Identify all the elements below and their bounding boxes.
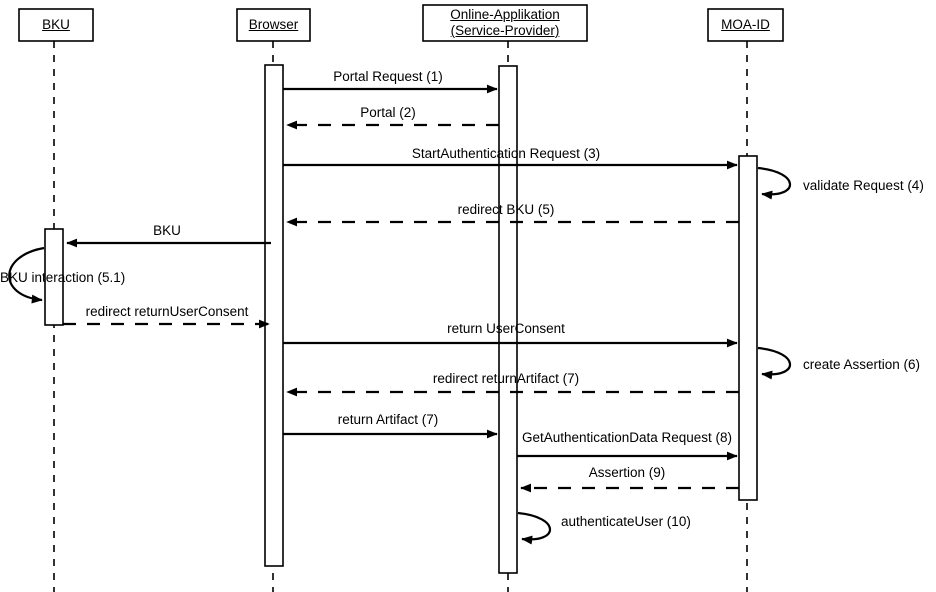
message-label-redirect-bku: redirect BKU (5) <box>457 202 555 217</box>
message-label-bku: BKU <box>153 223 181 238</box>
message-label-startauthentication: StartAuthentication Request (3) <box>411 146 601 161</box>
message-label-redirect-returnuserconsent: redirect returnUserConsent <box>85 304 249 319</box>
message-label-create-assertion: create Assertion (6) <box>803 357 921 372</box>
participant-box-oa[interactable] <box>422 4 588 42</box>
participant-label-moaid-text: MOA-ID <box>721 17 770 33</box>
message-arrow-group <box>63 84 739 493</box>
message-label-getauthenticationdata: GetAuthenticationData Request (8) <box>521 430 733 445</box>
message-label-validate-request: validate Request (4) <box>803 178 924 193</box>
participant-label-bku: BKU <box>19 9 93 41</box>
self-message-validate-request[interactable] <box>757 166 791 200</box>
message-label-authenticateuser: authenticateUser (10) <box>561 514 691 529</box>
participant-box-browser[interactable] <box>236 8 311 42</box>
message-label-redirect-returnartifact: redirect returnArtifact (7) <box>432 371 580 386</box>
self-message-bku-interaction[interactable] <box>8 246 45 304</box>
activation-bar-oa[interactable] <box>498 65 518 574</box>
participant-box-bku[interactable] <box>18 8 94 42</box>
activation-bar-bku[interactable] <box>44 228 64 326</box>
message-label-portal-request: Portal Request (1) <box>333 69 443 84</box>
participant-label-moaid: MOA-ID <box>708 9 783 41</box>
participant-box-group <box>18 4 784 42</box>
message-label-return-artifact: return Artifact (7) <box>337 412 439 427</box>
participant-label-oa: Online-Applikation (Service-Provider) <box>423 5 587 41</box>
participant-box-moaid[interactable] <box>707 8 784 42</box>
message-label-assertion: Assertion (9) <box>588 465 666 480</box>
participant-label-browser: Browser <box>237 9 310 41</box>
message-label-bku-interaction: BKU interaction (5.1) <box>0 270 126 285</box>
participant-label-browser-text: Browser <box>248 17 299 33</box>
participant-label-bku-text: BKU <box>42 17 70 33</box>
message-label-portal: Portal (2) <box>360 105 416 120</box>
activation-bar-moaid[interactable] <box>738 155 758 501</box>
activation-bar-browser[interactable] <box>264 64 284 567</box>
message-label-return-userconsent: return UserConsent <box>447 321 565 336</box>
participant-label-oa-text: Online-Applikation (Service-Provider) <box>450 7 560 38</box>
self-message-group <box>8 166 791 545</box>
self-message-authenticateuser[interactable] <box>517 511 551 545</box>
self-message-create-assertion[interactable] <box>757 346 791 380</box>
activation-bar-group <box>44 64 758 574</box>
